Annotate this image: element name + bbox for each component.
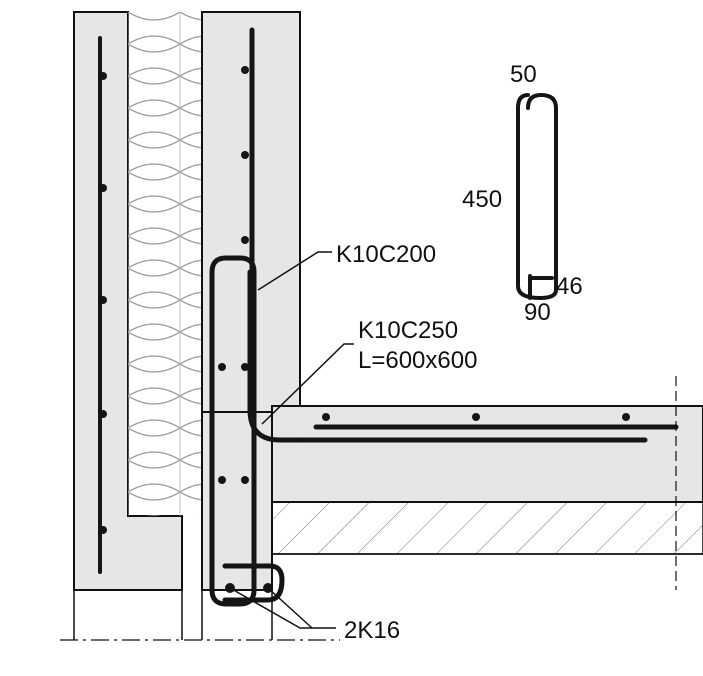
dim-height: 450 bbox=[462, 186, 502, 213]
rebar-dot bbox=[241, 151, 249, 159]
rebar-dot bbox=[241, 66, 249, 74]
bar-schedule-detail: 50 450 46 90 bbox=[462, 61, 583, 326]
label-corner-length: L=600x600 bbox=[358, 347, 477, 374]
leader-k10c250 bbox=[261, 343, 354, 425]
rebar-dot bbox=[472, 413, 480, 421]
rebar-dot bbox=[218, 363, 226, 371]
dim-hook: 46 bbox=[556, 273, 583, 300]
rebar-dot bbox=[99, 72, 107, 80]
leader-2k16-a bbox=[229, 587, 336, 629]
rebar-dot bbox=[99, 526, 107, 534]
corner-bar-k10c250 bbox=[247, 269, 303, 443]
rebar-dot bbox=[241, 236, 249, 244]
floor-substrate bbox=[271, 501, 703, 555]
floor-slab-concrete bbox=[271, 405, 703, 503]
insulation-layer bbox=[128, 12, 202, 516]
rebar-dot bbox=[99, 184, 107, 192]
rebar-dot bbox=[622, 413, 630, 421]
rebar-dot bbox=[322, 413, 330, 421]
rebar-dot bbox=[241, 476, 249, 484]
schedule-bar-shape bbox=[516, 93, 558, 300]
rebar-dot bbox=[241, 363, 249, 371]
label-k10c200: K10C200 bbox=[336, 241, 436, 268]
leader-k10c200 bbox=[257, 251, 332, 291]
stirrup-k10c200 bbox=[209, 255, 257, 607]
bottom-loop bbox=[222, 563, 285, 603]
label-2k16: 2K16 bbox=[344, 617, 400, 644]
rebar-dot bbox=[99, 410, 107, 418]
rebar-dot bbox=[99, 296, 107, 304]
dim-bottom: 90 bbox=[524, 299, 551, 326]
schedule-hook bbox=[528, 274, 554, 300]
floor-slab bbox=[271, 376, 703, 590]
dim-top: 50 bbox=[510, 61, 537, 88]
rebar-dot bbox=[218, 476, 226, 484]
leader-2k16-b bbox=[267, 587, 313, 629]
label-k10c250: K10C250 bbox=[358, 317, 458, 344]
